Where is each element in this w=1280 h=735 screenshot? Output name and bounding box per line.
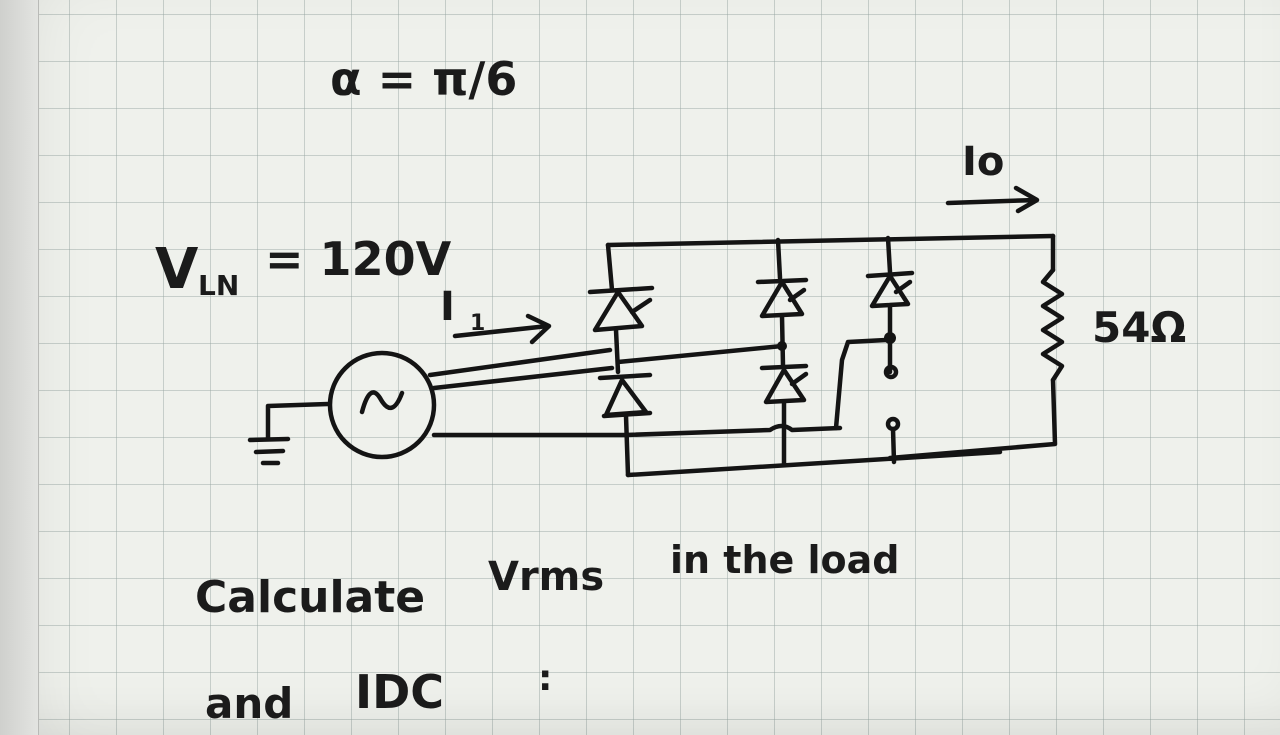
ac-source-icon [327, 350, 437, 460]
question-word-idc: IDC [355, 665, 444, 719]
leg2-lower-thyristor-icon [759, 363, 809, 405]
leg-link-mid [615, 343, 785, 365]
leg3-top-wire [885, 235, 893, 275]
i1-subscript: 1 [470, 311, 485, 336]
leg-link-bottom [623, 423, 843, 438]
resistor-icon [1040, 267, 1065, 383]
leg1-top-wire [605, 242, 615, 293]
question-word-vrms: Vrms [488, 554, 604, 600]
leg1-lower-thyristor-icon [597, 372, 653, 419]
leg1-upper-thyristor-icon [587, 285, 655, 333]
phase-line-a [427, 347, 613, 378]
question-word-and: and [205, 679, 293, 728]
ground-icon [247, 401, 331, 466]
phase-line-b [431, 365, 615, 391]
leg2-top-wire [775, 237, 783, 281]
io-arrow-icon [945, 185, 1040, 214]
question-word-calculate: Calculate [195, 572, 425, 623]
load-wire-bottom [887, 377, 1058, 461]
leg1-bottom-wire [623, 413, 631, 478]
leg3-bottom-wire [890, 426, 897, 465]
alpha-label: α = π/6 [330, 52, 517, 106]
leg2-mid-wire [779, 313, 786, 369]
leg3-open-terminal-top [883, 364, 899, 380]
top-rail [605, 233, 1056, 248]
i1-label: I [440, 284, 455, 330]
vln-label: V [155, 237, 199, 302]
leg2-node [777, 341, 787, 351]
leg2-upper-thyristor-icon [755, 277, 809, 319]
vln-value: = 120V [265, 232, 452, 286]
resistor-label: 54Ω [1092, 303, 1186, 352]
question-colon: : [538, 658, 552, 699]
paper-edge [0, 0, 39, 735]
leg1-mid-wire [613, 327, 621, 375]
leg3-thyristor-icon [865, 270, 915, 309]
leg3-feed-wire [833, 337, 889, 431]
i1-arrow-icon [452, 313, 552, 345]
io-label: Io [962, 139, 1004, 185]
question-word-in-the-load: in the load [670, 538, 900, 582]
vln-subscript: LN [198, 269, 239, 302]
